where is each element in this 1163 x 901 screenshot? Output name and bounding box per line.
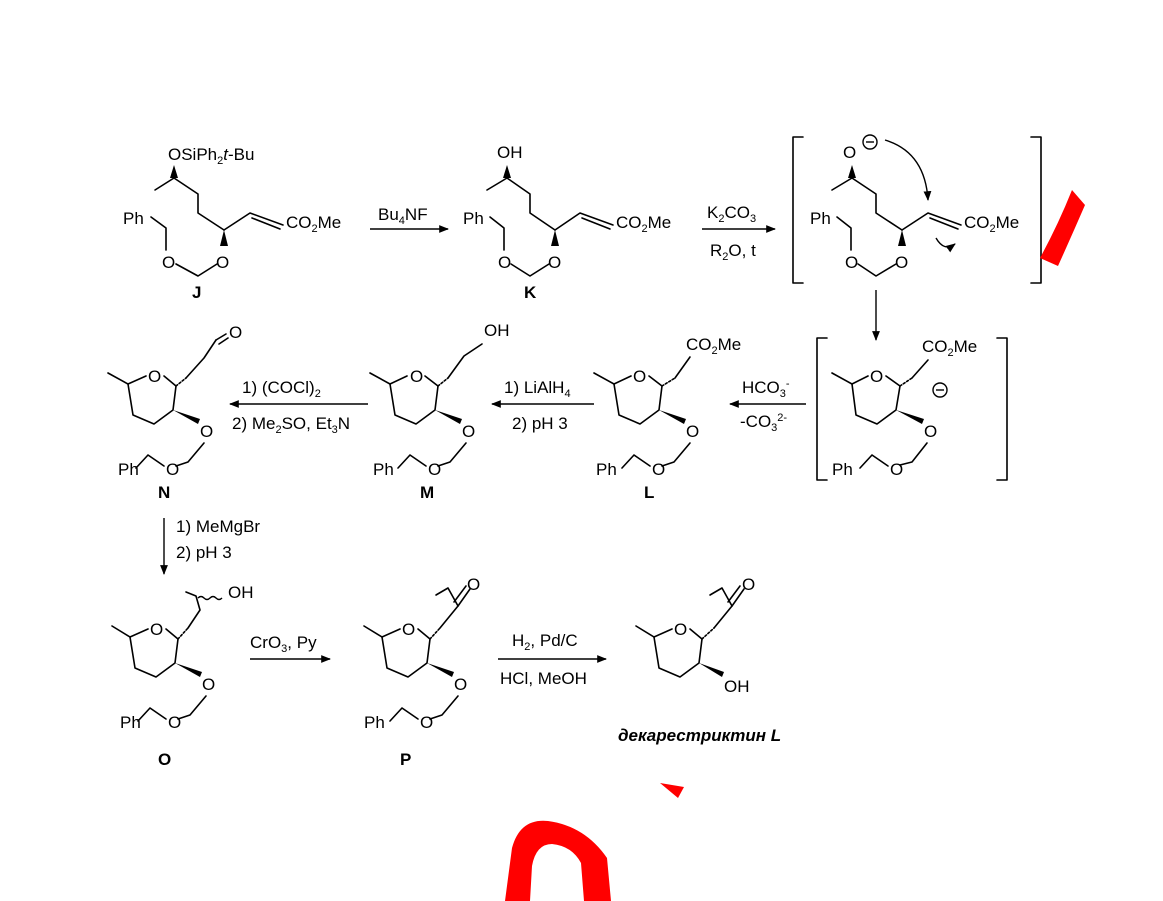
arrow-P-to-product: H2, Pd/C HCl, MeOH — [498, 631, 607, 688]
reagent-CrO3: CrO3, Py — [250, 633, 317, 655]
reagent-K2CO3: K2CO3 — [707, 203, 756, 225]
red-watermark-logo — [505, 190, 1085, 901]
reagent-H2-PdC: H2, Pd/C — [512, 631, 578, 653]
intermediate2-ring-oxygen: O — [870, 367, 883, 386]
N-ring-oxygen: O — [148, 367, 161, 386]
P-ring-oxygen: O — [402, 620, 415, 639]
arrow-int-to-L: HCO3- -CO32- — [729, 378, 806, 434]
electron-flow-arrow — [884, 139, 932, 201]
J-ester-label: CO2Me — [286, 213, 341, 235]
P-oxygen-chain: O — [420, 713, 433, 732]
L-oxygen-ring: O — [686, 422, 699, 441]
product-ring-oxygen: O — [674, 620, 687, 639]
O-oxygen-ring: O — [202, 675, 215, 694]
product-hydroxyl: OH — [724, 677, 750, 696]
compound-K: OH CO2Me Ph O O K — [463, 143, 671, 302]
compound-L: CO2Me O O O Ph L — [593, 335, 741, 502]
J-phenyl-label: Ph — [123, 209, 144, 228]
N-oxygen-chain: O — [166, 460, 179, 479]
M-phenyl-label: Ph — [373, 460, 394, 479]
compound-O: OH O O O Ph O — [111, 583, 254, 769]
N-phenyl-label: Ph — [118, 460, 139, 479]
N-oxygen-ring: O — [200, 422, 213, 441]
O-ring-oxygen: O — [150, 620, 163, 639]
arrow-O-to-P: CrO3, Py — [250, 633, 331, 663]
P-oxygen-ring: O — [454, 675, 467, 694]
intermediate2-oxygen-ring: O — [924, 422, 937, 441]
J-silyl-ether-label: OSiPh2t-Bu — [168, 145, 254, 167]
arrow-J-to-K: Bu4NF — [370, 205, 449, 233]
M-hydroxyl-label: OH — [484, 321, 510, 340]
compound-M-label: M — [420, 483, 434, 502]
K-oxygen-ring: O — [548, 253, 561, 272]
J-wedge-bond — [170, 165, 178, 178]
K-ester-label: CO2Me — [616, 213, 671, 235]
compound-K-label: K — [524, 283, 537, 302]
reagent-LiAlH4: 1) LiAlH4 — [504, 378, 571, 400]
product-ketone-oxygen: O — [742, 575, 755, 594]
compound-O-label: O — [158, 750, 171, 769]
intermediate-1: O CO2Me Ph O O — [792, 134, 1042, 284]
K-hydroxyl-label: OH — [497, 143, 523, 162]
intermediate1-oxygen-ring: O — [895, 253, 908, 272]
P-phenyl-label: Ph — [364, 713, 385, 732]
reagent-HCO3: HCO3- — [742, 378, 790, 400]
J-oxygen-chain: O — [162, 253, 175, 272]
intermediate2-oxygen-chain: O — [890, 460, 903, 479]
compound-J-label: J — [192, 283, 201, 302]
carbanion-charge-icon — [932, 382, 948, 398]
J-wedge-bond-2 — [220, 230, 228, 246]
compound-product: O O OH декарестриктин L — [618, 575, 781, 745]
negative-charge-icon — [862, 134, 878, 150]
reagent-pH3: 2) pH 3 — [512, 414, 568, 433]
intermediate-2: CO2Me O O O Ph — [816, 337, 1008, 481]
J-oxygen-ring: O — [216, 253, 229, 272]
L-oxygen-chain: O — [652, 460, 665, 479]
O-hydroxyl-label: OH — [228, 583, 254, 602]
intermediate1-ester: CO2Me — [964, 213, 1019, 235]
compound-J: OSiPh2t-Bu CO2Me Ph O O J — [123, 145, 341, 302]
P-ketone-oxygen: O — [467, 575, 480, 594]
compound-N: O O O O Ph N — [107, 323, 242, 502]
intermediate2-phenyl: Ph — [832, 460, 853, 479]
M-oxygen-chain: O — [428, 460, 441, 479]
K-oxygen-chain: O — [498, 253, 511, 272]
product-name-label: декарестриктин L — [618, 726, 781, 745]
compound-P: O O O O Ph P — [363, 575, 480, 769]
L-ring-oxygen: O — [633, 367, 646, 386]
O-phenyl-label: Ph — [120, 713, 141, 732]
intermediate1-alkoxide: O — [843, 143, 856, 162]
K-phenyl-label: Ph — [463, 209, 484, 228]
reagent-pH3-2: 2) pH 3 — [176, 543, 232, 562]
O-oxygen-chain: O — [168, 713, 181, 732]
reagent-HCl-MeOH: HCl, MeOH — [500, 669, 587, 688]
N-aldehyde-oxygen: O — [229, 323, 242, 342]
compound-P-label: P — [400, 750, 411, 769]
arrow-K-to-intermediate: K2CO3 R2O, t — [702, 203, 776, 263]
arrow-M-to-N: 1) (COCl)2 2) Me2SO, Et3N — [229, 378, 368, 436]
reagent-oxalyl-chloride: 1) (COCl)2 — [242, 378, 321, 400]
M-oxygen-ring: O — [462, 422, 475, 441]
compound-L-label: L — [644, 483, 654, 502]
arrow-N-to-O: 1) MeMgBr 2) pH 3 — [160, 517, 260, 575]
L-ester-label: CO2Me — [686, 335, 741, 357]
intermediate1-phenyl: Ph — [810, 209, 831, 228]
intermediate2-ester: CO2Me — [922, 337, 977, 359]
compound-N-label: N — [158, 483, 170, 502]
compound-M: OH O O O Ph M — [369, 321, 510, 502]
arrow-L-to-M: 1) LiAlH4 2) pH 3 — [491, 378, 594, 433]
electron-flow-arrow-2 — [935, 237, 956, 253]
reagent-CO3: -CO32- — [740, 412, 787, 434]
O-wavy-bond — [197, 595, 223, 601]
M-ring-oxygen: O — [410, 367, 423, 386]
intermediate1-oxygen-chain: O — [845, 253, 858, 272]
L-phenyl-label: Ph — [596, 460, 617, 479]
reagent-swern: 2) Me2SO, Et3N — [232, 414, 350, 436]
reagent-MeMgBr: 1) MeMgBr — [176, 517, 260, 536]
reagent-J-to-K: Bu4NF — [378, 205, 428, 227]
reagent-R2O: R2O, t — [710, 241, 756, 263]
